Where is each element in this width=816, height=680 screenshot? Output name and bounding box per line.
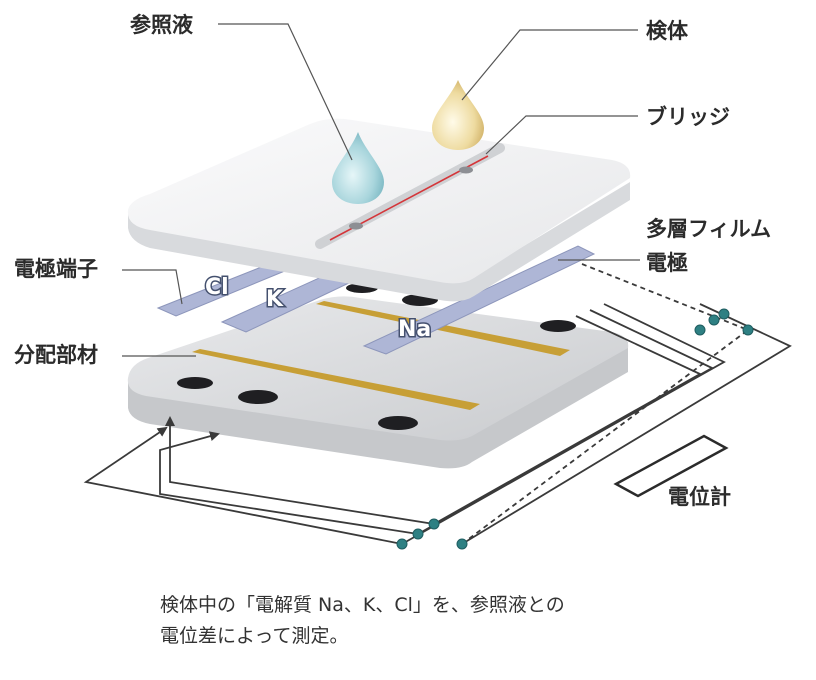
sample-drop [432, 80, 484, 150]
terminal-dot [694, 324, 706, 336]
label-potentiometer: 電位計 [668, 485, 731, 509]
terminal-dot [412, 528, 424, 540]
terminal-dot [396, 538, 408, 550]
terminal-dots [396, 308, 754, 550]
label-multilayer-film: 多層フィルム [646, 217, 771, 241]
top-plate [127, 118, 631, 302]
terminal-dot [428, 518, 440, 530]
wires [83, 263, 792, 545]
label-distribution-member: 分配部材 [14, 343, 98, 367]
terminal-dot [708, 314, 720, 326]
distribution-strip [316, 301, 570, 356]
label-sample: 検体 [646, 19, 689, 43]
bottom-hole [177, 377, 213, 389]
potentiometer [613, 434, 729, 498]
reference-liquid-drop [332, 132, 384, 204]
label-reference-liquid: 参照液 [130, 13, 193, 37]
ion-label-na: Na [398, 317, 431, 342]
caption-line-1: 検体中の「電解質 Na、K、Cl」を、参照液との [160, 594, 565, 616]
leader-lines [122, 23, 640, 357]
label-bridge: ブリッジ [646, 105, 730, 129]
bottom-hole [378, 416, 418, 430]
bottom-hole [540, 320, 576, 332]
bottom-plate [127, 283, 629, 469]
ion-label-cl: Cl [205, 275, 229, 300]
bottom-hole [238, 390, 278, 404]
terminal-dot [718, 308, 730, 320]
caption-line-2: 電位差によって測定。 [160, 625, 349, 647]
terminal-dot [742, 324, 754, 336]
ion-label-k: K [266, 287, 284, 312]
label-electrode-terminal: 電極端子 [14, 257, 98, 281]
label-electrode: 電極 [646, 251, 688, 275]
caption: 検体中の「電解質 Na、K、Cl」を、参照液との 電位差によって測定。 [160, 590, 720, 652]
terminal-dot [456, 538, 468, 550]
distribution-strip [192, 349, 480, 410]
